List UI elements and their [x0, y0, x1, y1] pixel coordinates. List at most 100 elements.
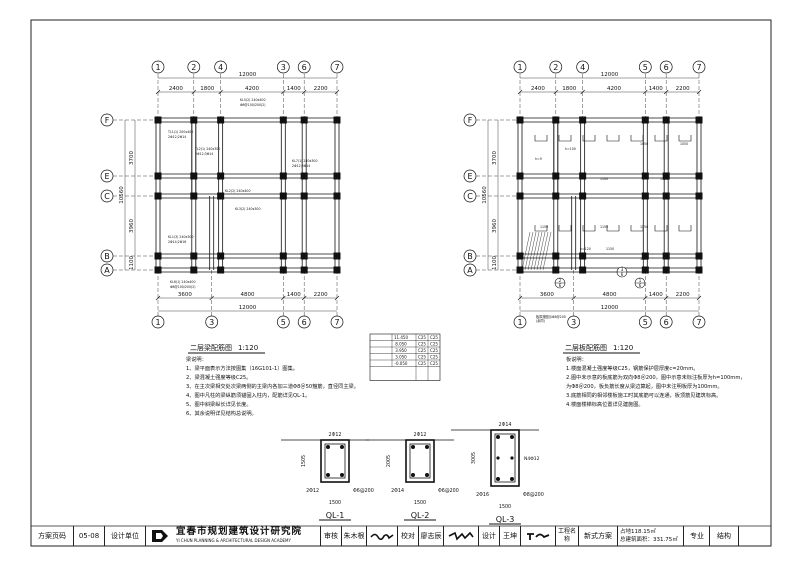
section-rebar — [496, 477, 500, 481]
level-table-cell: C25 — [418, 348, 426, 353]
axis-bubble-bottom — [330, 315, 344, 329]
column — [300, 266, 308, 274]
check-signature-icon — [448, 531, 474, 541]
right-note-3: 为Φ8＠200，板负筋长度从梁边算起，图中未注明板厚为100mm。 — [566, 384, 723, 390]
right-plan-scale: 1:120 — [613, 344, 633, 352]
beam-annotation: h=120 — [580, 247, 591, 251]
column — [300, 192, 308, 200]
section-outline — [490, 429, 520, 487]
column — [695, 266, 703, 274]
level-table-cell: -0.050 — [395, 361, 408, 366]
section-stirrup-label: Φ6@200 — [438, 488, 459, 494]
dim-tick-top — [663, 89, 669, 95]
rebar-mark — [630, 135, 644, 142]
axis-bubble-bottom — [205, 315, 219, 329]
axis-label-bottom: 1 — [517, 318, 522, 327]
column — [217, 266, 225, 274]
column — [579, 192, 587, 200]
axis-bubble-bottom — [151, 315, 165, 329]
rebar-mark — [678, 225, 692, 232]
axis-label-top: 7 — [696, 63, 701, 72]
dim-bottom: 1400 — [649, 292, 663, 298]
beam-annotation: 1150 — [640, 225, 648, 229]
rebar-mark — [582, 225, 596, 232]
dim-total-side: 10560 — [119, 186, 125, 204]
axis-bubble-side — [463, 189, 477, 203]
rebar-mark — [558, 225, 572, 232]
section-bottom-rebar: 2Φ14 — [391, 488, 404, 494]
column — [333, 252, 341, 260]
stair-hatch — [539, 231, 549, 271]
beam-annotation: KL1(3) 240x300 — [168, 235, 193, 239]
column — [695, 172, 703, 180]
beam-annotation: (余同) — [536, 318, 545, 323]
axis-bubble-side — [100, 249, 114, 263]
rebar-mark — [558, 135, 572, 142]
level-table-cell: C25 — [418, 355, 426, 360]
section-rebar — [326, 445, 330, 449]
dim-top: 4200 — [607, 86, 621, 92]
axis-label-top: 2 — [553, 63, 558, 72]
dim-tick-bottom — [301, 295, 307, 301]
right-note-2: 2.图中未示意的板底筋为双向Φ8＠200，图中示意未标注板厚为h=100mm， — [566, 375, 746, 381]
discipline-value: 结构 — [710, 526, 739, 546]
dim-side: 1100 — [492, 256, 498, 270]
axis-bubble-top — [659, 60, 673, 74]
column — [190, 252, 198, 260]
rebar-mark — [606, 225, 620, 232]
axis-label-bottom: 5 — [643, 318, 648, 327]
column — [552, 172, 560, 180]
beam-annotation: Φ8@100/200(2) — [170, 285, 195, 289]
level-table-cell: C25 — [430, 355, 438, 360]
column — [695, 252, 703, 260]
section-width: 1500 — [499, 504, 511, 510]
beam-annotation: h=9 — [535, 157, 542, 161]
column — [279, 252, 287, 260]
level-table-cell: C25 — [430, 361, 438, 366]
dim-bottom: 4800 — [241, 292, 255, 298]
section-marker-bottom: 6 — [621, 272, 624, 277]
dim-tick-top — [334, 89, 340, 95]
axis-label-bottom: 3 — [209, 318, 214, 327]
company-logo-icon — [152, 530, 168, 542]
beam-annotation: TL2(1) 240x300 — [194, 147, 220, 151]
axis-bubble-side — [463, 249, 477, 263]
column — [190, 192, 198, 200]
axis-label-bottom: 7 — [696, 318, 701, 327]
column — [662, 116, 670, 124]
column — [516, 116, 524, 124]
left-notes-header: 梁说明： — [186, 357, 207, 363]
column — [516, 172, 524, 180]
axis-bubble-top — [297, 60, 311, 74]
column — [695, 192, 703, 200]
section-marker-top: 1 — [639, 278, 642, 283]
level-table-cell: C25 — [430, 342, 438, 347]
column — [579, 172, 587, 180]
beam-annotation: 1150 — [606, 247, 614, 251]
left-note-3: 3、在主次梁相交处次梁两侧的主梁内各加三道Φ8＠50箍筋，直径同主梁。 — [186, 384, 359, 390]
axis-label-bottom: 1 — [155, 318, 160, 327]
right-notes: 板说明： 1.楼面混凝土强度等级C25，钢筋保护层厚度c=20mm。 2.图中未… — [566, 356, 746, 410]
section-rebar — [425, 445, 429, 449]
area-land: 占地118.15㎡ — [620, 529, 656, 535]
review-signature — [367, 526, 398, 546]
company-name-cn: 宜春市规划建筑设计研究院 — [176, 526, 303, 537]
section-top-rebar: 2Φ12 — [329, 432, 342, 438]
dim-side: 3960 — [492, 219, 498, 233]
left-plan-title: 二层梁配筋图 — [190, 343, 232, 352]
beam-annotation: 1150 — [640, 257, 648, 261]
section-rebar — [510, 477, 514, 481]
axis-label-side: A — [104, 266, 110, 275]
section-top-rebar: 2Φ12 — [414, 432, 427, 438]
column — [641, 266, 649, 274]
column — [552, 116, 560, 124]
column — [217, 192, 225, 200]
dim-total-bottom: 12000 — [239, 305, 257, 311]
beam-annotation: 1100 — [600, 177, 608, 181]
project-label: 工程名称 — [556, 526, 579, 546]
company-cell: 宜春市规划建筑设计研究院 YI CHUN PLANNING & ARCHITEC… — [146, 526, 321, 546]
rebar-mark — [534, 135, 548, 142]
dim-top: 1400 — [649, 86, 663, 92]
axis-bubble-bottom — [638, 315, 652, 329]
section-height: 1505 — [301, 455, 307, 467]
